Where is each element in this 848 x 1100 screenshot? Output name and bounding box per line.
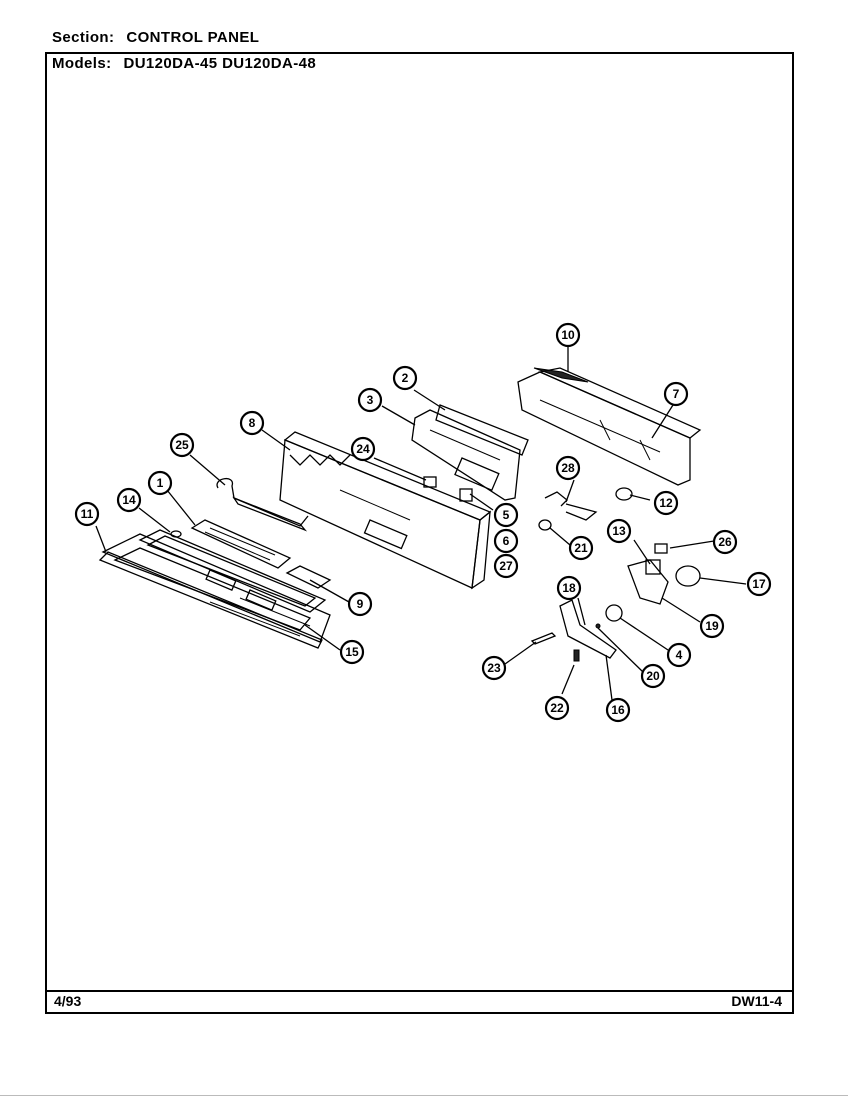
models-label: Models: bbox=[52, 55, 112, 72]
part-switch-bracket bbox=[627, 559, 669, 605]
callout-18: 18 bbox=[556, 575, 582, 601]
part-keypad bbox=[190, 519, 292, 569]
part-button bbox=[170, 530, 182, 538]
part-main-bracket bbox=[517, 367, 702, 486]
callout-8: 8 bbox=[239, 410, 265, 436]
svg-text:25: 25 bbox=[175, 438, 189, 452]
models-value: DU120DA-45 DU120DA-48 bbox=[123, 55, 317, 72]
callout-1: 1 bbox=[147, 470, 173, 496]
part-relay bbox=[459, 488, 473, 502]
part-gear bbox=[605, 604, 623, 622]
svg-text:12: 12 bbox=[659, 496, 673, 510]
svg-text:13: 13 bbox=[612, 524, 626, 538]
callout-15: 15 bbox=[339, 639, 365, 665]
svg-text:22: 22 bbox=[550, 701, 564, 715]
callout-22: 22 bbox=[544, 695, 570, 721]
section-label: Section: bbox=[52, 29, 115, 46]
callout-25: 25 bbox=[169, 432, 195, 458]
svg-text:24: 24 bbox=[356, 442, 370, 456]
svg-text:15: 15 bbox=[345, 645, 359, 659]
part-plug bbox=[654, 543, 668, 554]
callout-5: 5 bbox=[493, 502, 519, 528]
part-clip bbox=[538, 519, 552, 531]
svg-text:11: 11 bbox=[81, 507, 94, 521]
callout-28: 28 bbox=[555, 455, 581, 481]
part-control-housing bbox=[279, 431, 492, 590]
svg-text:7: 7 bbox=[673, 387, 680, 401]
callout-27: 27 bbox=[493, 553, 519, 579]
callout-26: 26 bbox=[712, 529, 738, 555]
part-screw bbox=[573, 649, 580, 662]
callout-17: 17 bbox=[746, 571, 772, 597]
footer-divider bbox=[45, 990, 794, 992]
svg-text:8: 8 bbox=[249, 416, 256, 430]
models-heading: Models: DU120DA-45 DU120DA-48 bbox=[52, 55, 316, 72]
part-knob bbox=[615, 487, 633, 501]
leader-lines bbox=[95, 346, 747, 701]
revision-date: 4/93 bbox=[54, 993, 82, 1009]
svg-text:20: 20 bbox=[646, 669, 660, 683]
svg-text:16: 16 bbox=[611, 703, 625, 717]
part-connector bbox=[423, 476, 437, 488]
svg-text:4: 4 bbox=[676, 648, 683, 662]
svg-text:26: 26 bbox=[718, 535, 732, 549]
callout-6: 6 bbox=[493, 528, 519, 554]
part-circuit-board bbox=[411, 404, 529, 501]
svg-text:28: 28 bbox=[561, 461, 575, 475]
callout-14: 14 bbox=[116, 487, 142, 513]
svg-text:23: 23 bbox=[487, 661, 501, 675]
callout-19: 19 bbox=[699, 613, 725, 639]
svg-text:6: 6 bbox=[503, 534, 510, 548]
part-thermostat bbox=[675, 565, 701, 587]
svg-text:9: 9 bbox=[357, 597, 364, 611]
callout-21: 21 bbox=[568, 535, 594, 561]
callout-11: 11 bbox=[74, 501, 100, 527]
callout-24: 24 bbox=[350, 436, 376, 462]
svg-text:14: 14 bbox=[122, 493, 136, 507]
svg-text:10: 10 bbox=[561, 328, 575, 342]
svg-text:27: 27 bbox=[499, 559, 513, 573]
callout-23: 23 bbox=[481, 655, 507, 681]
part-wire-harness bbox=[544, 491, 598, 521]
document-code: DW11-4 bbox=[731, 993, 782, 1009]
callout-4: 4 bbox=[666, 642, 692, 668]
svg-text:5: 5 bbox=[503, 508, 510, 522]
svg-text:1: 1 bbox=[157, 476, 164, 490]
section-heading: Section: CONTROL PANEL bbox=[52, 29, 259, 46]
page-edge-line bbox=[0, 1095, 848, 1096]
svg-text:19: 19 bbox=[705, 619, 719, 633]
svg-text:18: 18 bbox=[562, 581, 576, 595]
svg-text:21: 21 bbox=[574, 541, 588, 555]
callout-3: 3 bbox=[357, 387, 383, 413]
svg-text:2: 2 bbox=[402, 371, 409, 385]
callout-20: 20 bbox=[640, 663, 666, 689]
callout-16: 16 bbox=[605, 697, 631, 723]
callout-9: 9 bbox=[347, 591, 373, 617]
callout-13: 13 bbox=[606, 518, 632, 544]
callout-2: 2 bbox=[392, 365, 418, 391]
part-label-plate bbox=[285, 565, 332, 589]
callout-7: 7 bbox=[663, 381, 689, 407]
callout-10: 10 bbox=[555, 322, 581, 348]
section-value: CONTROL PANEL bbox=[126, 29, 260, 46]
svg-text:17: 17 bbox=[752, 577, 766, 591]
callout-12: 12 bbox=[653, 490, 679, 516]
svg-text:3: 3 bbox=[367, 393, 374, 407]
diagram-frame bbox=[45, 52, 794, 1014]
part-console-panel bbox=[138, 529, 327, 613]
part-trim-frame bbox=[98, 533, 331, 649]
part-ribbon-cable bbox=[216, 478, 309, 532]
